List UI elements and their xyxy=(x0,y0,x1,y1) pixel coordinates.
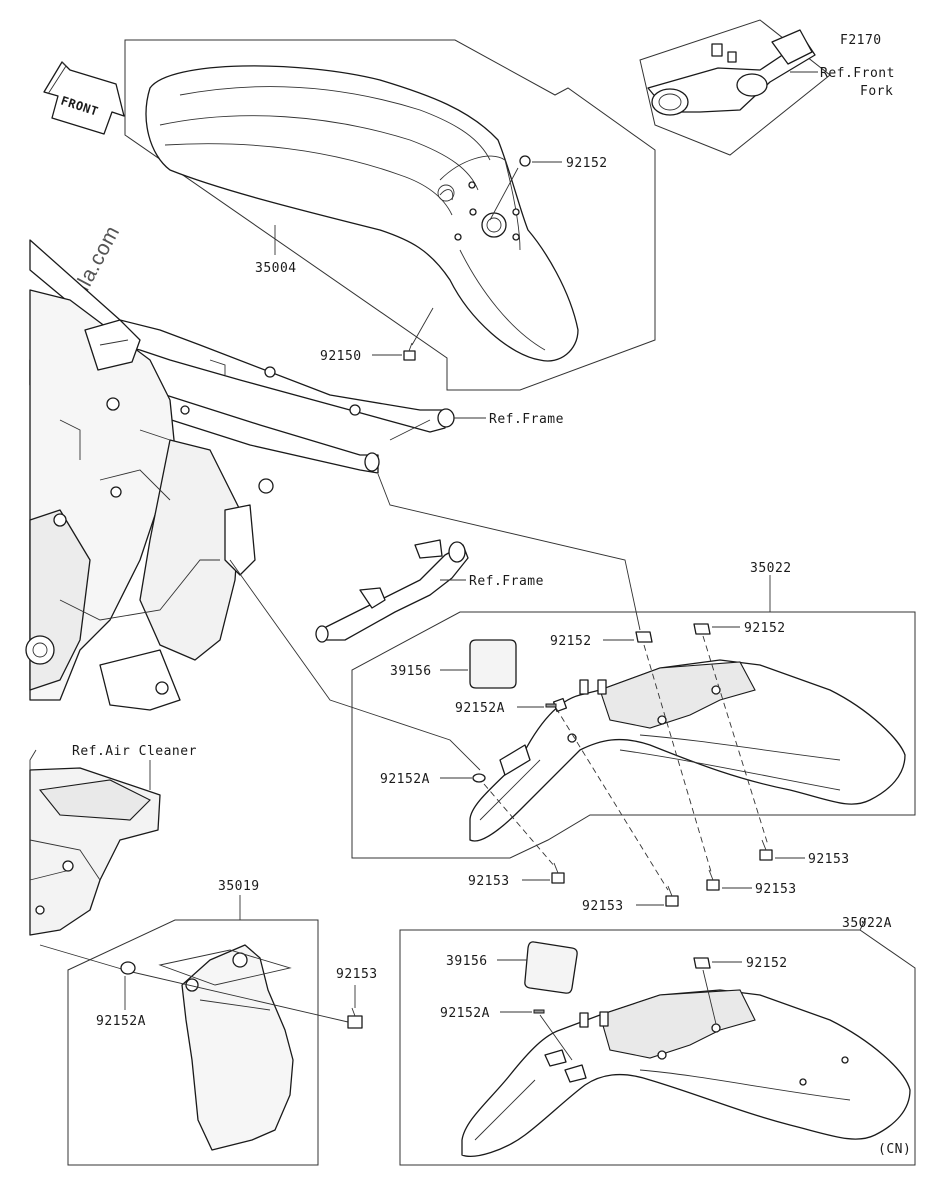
label-92150: 92150 xyxy=(320,349,362,364)
front-fender-group: 92152 35004 92150 xyxy=(124,39,656,391)
label-92153-c: 92153 xyxy=(755,882,797,897)
bolt-92150-icon xyxy=(403,342,416,361)
label-92153-b: 92153 xyxy=(582,899,624,914)
label-92152A-d: 92152A xyxy=(440,1006,490,1021)
subframe-bracket: Ref.Frame xyxy=(315,539,544,643)
label-35019: 35019 xyxy=(218,879,260,894)
front-arrow-icon: FRONT xyxy=(43,61,125,135)
label-92152-front: 92152 xyxy=(566,156,608,171)
bolt-92153-e-icon xyxy=(347,1007,363,1029)
diagram-code: F2170 xyxy=(840,33,882,48)
frame-group: Ref.Frame xyxy=(25,239,564,711)
label-35004: 35004 xyxy=(255,261,297,276)
label-ref-frame-2: Ref.Frame xyxy=(469,574,544,589)
label-92152A-c: 92152A xyxy=(96,1014,146,1029)
bolt-92153-d-icon xyxy=(759,839,773,861)
air-cleaner-group: Ref.Air Cleaner xyxy=(29,744,197,936)
bolt-92153-b-icon xyxy=(665,885,679,907)
rear-fender-group: 35022 39156 92152 92152 92152A 92152A xyxy=(351,561,916,914)
label-ref-air-cleaner: Ref.Air Cleaner xyxy=(72,744,197,759)
label-92152-c: 92152 xyxy=(746,956,788,971)
bolt-92153-c-icon xyxy=(706,869,720,891)
label-35022: 35022 xyxy=(750,561,792,576)
label-39156-b: 39156 xyxy=(446,954,488,969)
label-92152-a: 92152 xyxy=(550,634,592,649)
label-ref-front-fork-1: Ref.Front xyxy=(820,66,895,81)
label-39156-a: 39156 xyxy=(390,664,432,679)
label-92152-b: 92152 xyxy=(744,621,786,636)
label-92153-e: 92153 xyxy=(336,967,378,982)
label-ref-frame-1: Ref.Frame xyxy=(489,412,564,427)
front-fork-group: Ref.Front Fork xyxy=(639,19,895,156)
side-cover-group: 35019 92152A 92153 xyxy=(39,879,378,1166)
label-92152A-b: 92152A xyxy=(380,772,430,787)
rear-fender-cn-group: 35022A 39156 92152 92152A (CN) xyxy=(399,916,916,1166)
label-92153-a: 92153 xyxy=(468,874,510,889)
label-92152A-a: 92152A xyxy=(455,701,505,716)
label-region-cn: (CN) xyxy=(878,1142,911,1157)
label-92153-d: 92153 xyxy=(808,852,850,867)
label-35022A: 35022A xyxy=(842,916,892,931)
bolt-92153-a-icon xyxy=(551,862,565,884)
front-fender xyxy=(145,65,579,362)
reflector-plate xyxy=(469,639,517,689)
label-ref-front-fork-2: Fork xyxy=(860,84,893,99)
